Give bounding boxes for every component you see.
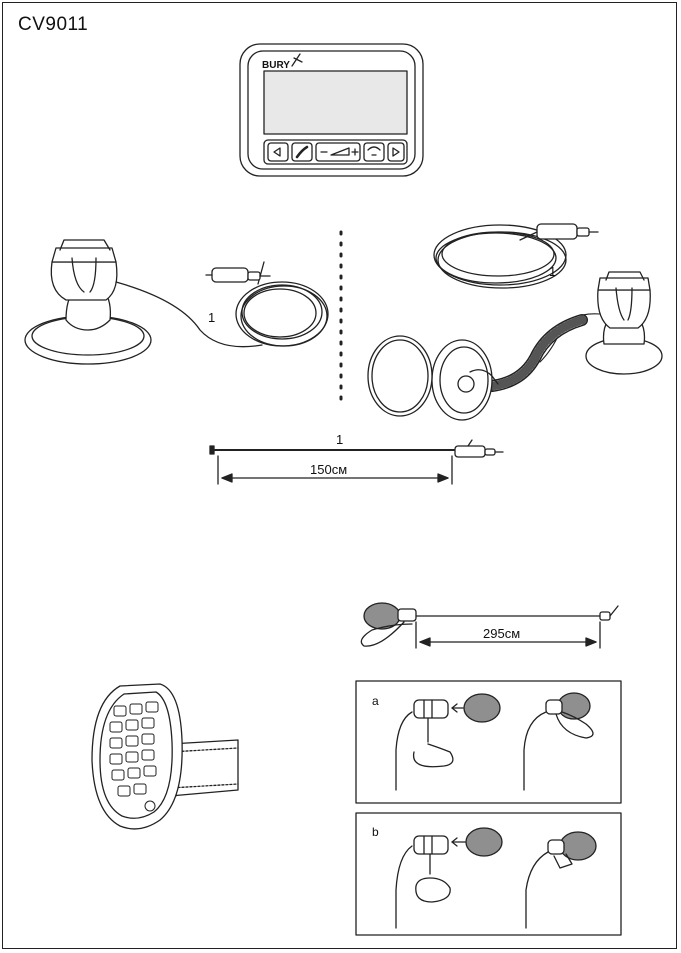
suction-holder-left <box>24 239 152 365</box>
car-plug-left <box>205 261 271 285</box>
call-accept-icon <box>295 145 309 159</box>
adhesive-disc <box>367 335 433 417</box>
microphone-cable <box>360 602 619 647</box>
cable-coil-right <box>433 224 567 289</box>
dimension-label-295: 295см <box>483 626 520 641</box>
cable-label-left: 1 <box>208 310 215 325</box>
car-plug-right <box>519 223 599 241</box>
dimension-295 <box>415 621 601 649</box>
flex-arm <box>486 314 588 392</box>
device-buttons <box>267 142 405 162</box>
gooseneck-holder <box>539 271 663 375</box>
call-end-icon <box>367 146 381 156</box>
device-screen <box>263 70 408 135</box>
cable-label-right: 1 <box>549 264 556 279</box>
suction-cup-right <box>431 339 499 421</box>
model-number: CV9011 <box>18 14 89 35</box>
panel-a-mic-assembly <box>395 692 594 791</box>
display-unit: BURY <box>239 43 424 177</box>
straight-cable <box>209 439 504 458</box>
cable-coil-left <box>235 281 329 347</box>
device-button-strip <box>263 139 408 165</box>
panel-a-label: a <box>372 694 379 708</box>
dimension-label-150: 150см <box>310 462 347 477</box>
brand-logo: BURY <box>262 60 290 71</box>
right-arrow-icon <box>392 147 400 157</box>
panel-b-label: b <box>372 825 379 839</box>
dimension-150 <box>217 455 453 485</box>
volume-icon <box>320 147 359 156</box>
keypad-remote <box>91 683 239 830</box>
left-arrow-icon <box>273 147 281 157</box>
panel-a-frame <box>355 680 622 804</box>
panel-b-frame <box>355 812 622 936</box>
panel-b-mic-assembly <box>395 827 597 929</box>
keypad-keys <box>109 701 159 812</box>
cable-label-straight: 1 <box>336 432 343 447</box>
brand-swoosh-icon <box>291 53 303 67</box>
cable-left <box>115 281 263 348</box>
